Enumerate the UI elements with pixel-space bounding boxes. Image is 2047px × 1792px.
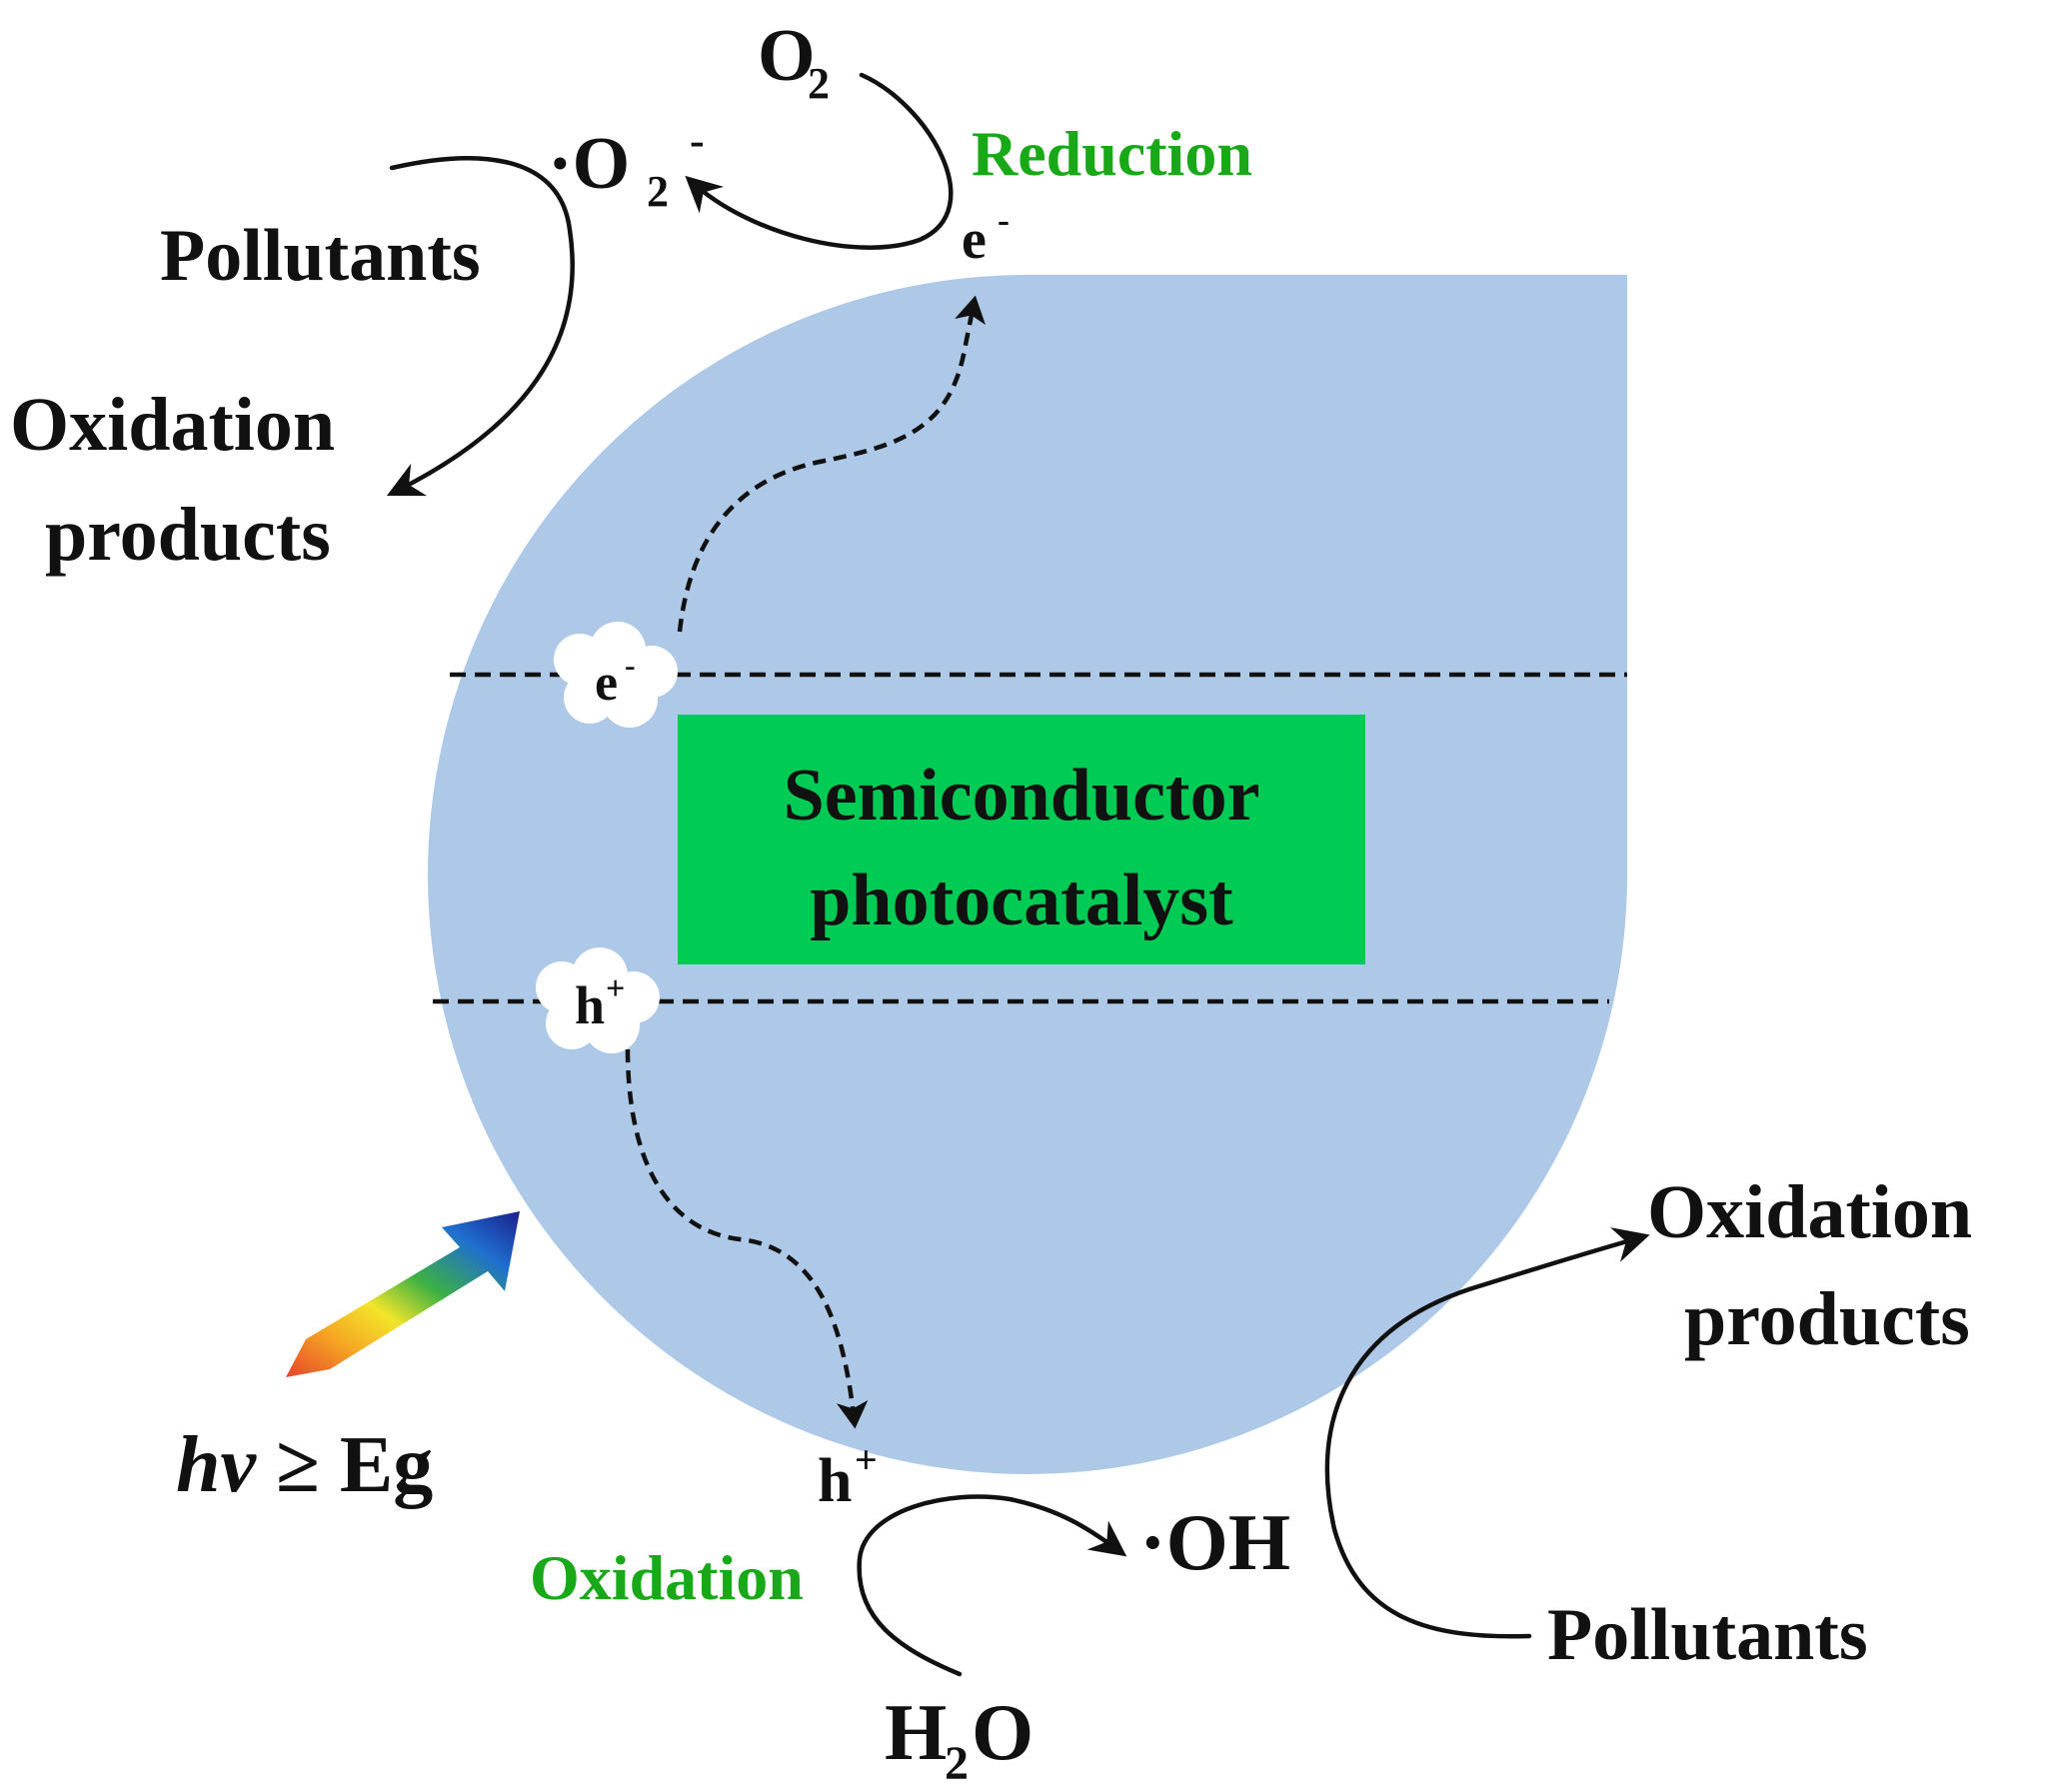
surface-hole-label: h + (818, 1437, 878, 1515)
svg-text:-: - (998, 200, 1010, 240)
svg-text:O: O (758, 15, 816, 97)
svg-text:e: e (962, 209, 987, 271)
svg-text:-: - (690, 116, 705, 165)
bottom-pollutants-label: Pollutants (1547, 1594, 1868, 1676)
surface-electron-label: e - (962, 200, 1010, 271)
top-oxidation-products-line2: products (45, 493, 331, 577)
bottom-degradation-arrow (1324, 1227, 1650, 1639)
svg-text:h: h (818, 1447, 852, 1515)
svg-text:O: O (972, 1689, 1033, 1777)
svg-text:H: H (885, 1689, 947, 1777)
band-electron-charge: - (625, 647, 636, 683)
semiconductor-label-line2: photocatalyst (810, 860, 1233, 941)
light-hv: hv (176, 1421, 257, 1509)
semiconductor-label-line1: Semiconductor (784, 755, 1260, 837)
reduction-label: Reduction (972, 118, 1252, 189)
light-geq: ≥ Eg (256, 1421, 433, 1509)
electron-cloud: e - (554, 622, 678, 728)
oxygen-label: O 2 (758, 15, 830, 108)
light-energy-label: hv ≥ Eg (176, 1421, 433, 1509)
svg-text:·O: ·O (548, 123, 630, 205)
top-oxidation-products-line1: Oxidation (10, 383, 335, 467)
hydroxyl-radical-label: ·OH (1139, 1499, 1290, 1587)
top-pollutants-label: Pollutants (160, 215, 481, 297)
hole-cloud: h + (536, 947, 660, 1053)
superoxide-radical-label: ·O 2 - (548, 116, 705, 216)
light-arrow-icon (286, 1211, 520, 1377)
water-label: H 2 O (885, 1689, 1033, 1790)
band-electron-label: e (595, 655, 618, 712)
bottom-oxidation-products-line2: products (1684, 1277, 1970, 1361)
bottom-oxidation-products-line1: Oxidation (1647, 1170, 1972, 1254)
semiconductor-label-box (678, 715, 1365, 964)
band-hole-charge: + (606, 970, 625, 1007)
electron-migration-arrow (677, 295, 987, 633)
svg-text:2: 2 (808, 59, 830, 108)
reduction-arrow (685, 72, 954, 250)
hole-migration-arrow (625, 1048, 869, 1429)
svg-text:2: 2 (945, 1737, 969, 1790)
top-degradation-arrow (386, 156, 575, 497)
oxidation-arrow (857, 1494, 1127, 1677)
band-hole-label: h (575, 975, 605, 1035)
svg-text:2: 2 (647, 167, 669, 216)
oxidation-label: Oxidation (530, 1542, 804, 1613)
svg-text:+: + (855, 1437, 878, 1482)
